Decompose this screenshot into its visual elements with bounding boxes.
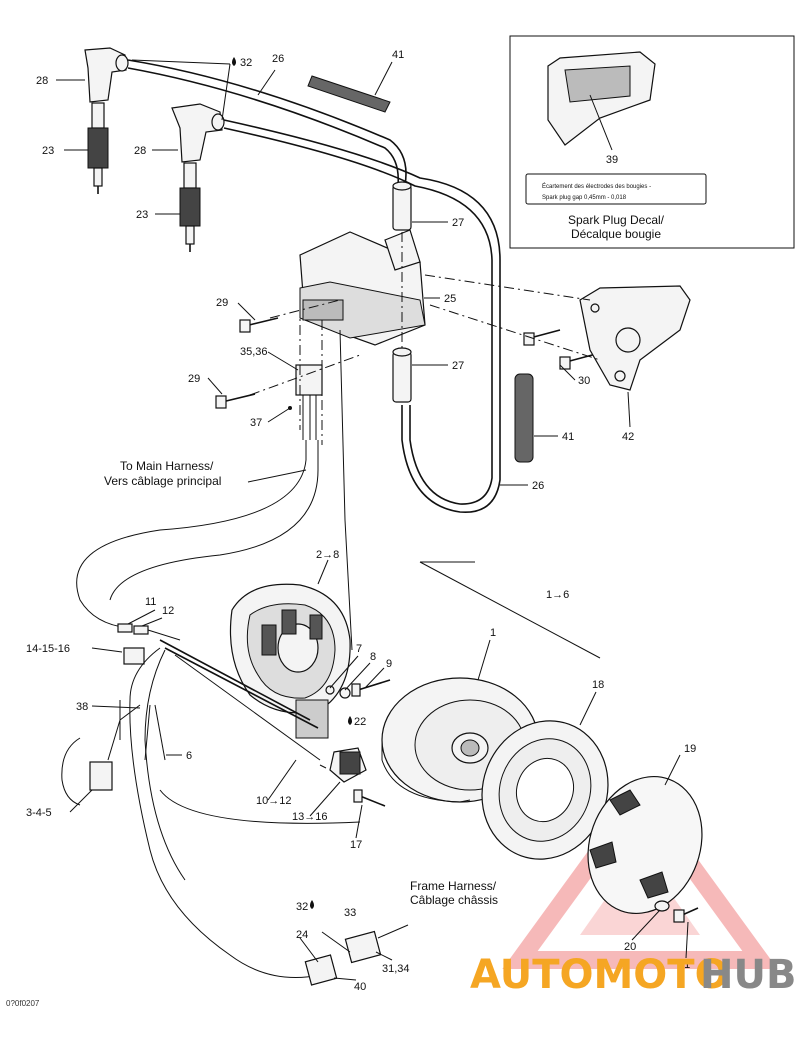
callout-1-6: 1→6	[546, 589, 569, 601]
callout-28-upper: 28	[36, 75, 48, 87]
decal-label	[525, 173, 707, 205]
main-harness-wiring	[76, 329, 353, 651]
spark-plug-decal-inset: Écartement des électrodes des bougies - …	[509, 35, 795, 249]
spark-plug-lower	[179, 162, 201, 252]
callout-26-upper: 26	[272, 53, 284, 65]
callout-18: 18	[592, 679, 604, 691]
stator-bolt-set	[325, 679, 391, 699]
protective-sleeve-upper	[307, 75, 391, 113]
callout-26-lower: 26	[532, 480, 544, 492]
wire-connectors-11-16	[117, 623, 181, 665]
callout-31-34: 31,34	[382, 963, 410, 975]
callout-20: 20	[624, 941, 636, 953]
callout-9: 9	[386, 658, 392, 670]
callout-38: 38	[76, 701, 88, 713]
leader-lines	[56, 59, 689, 981]
callout-32-upper: 32	[240, 57, 252, 69]
bolt-30-lower	[559, 353, 597, 370]
callout-42: 42	[622, 431, 634, 443]
callout-13-16: 13→16	[292, 811, 327, 823]
callout-21: 21	[678, 959, 690, 971]
callout-27-upper: 27	[452, 217, 464, 229]
pulley-bolt	[673, 907, 699, 923]
callouts: 28 23 32 26 41 28 23 27 25 29 35,36 29 3…	[26, 49, 696, 993]
callout-41-lower: 41	[562, 431, 574, 443]
spark-plug-cap-upper	[84, 47, 129, 103]
decal-title-en: Spark Plug Decal/	[568, 213, 665, 227]
loctite-drop-icons	[232, 57, 352, 909]
callout-10-12: 10→12	[256, 795, 291, 807]
captions: To Main Harness/ Vers câblage principal …	[6, 459, 498, 1008]
callout-19: 19	[684, 743, 696, 755]
decal-title-fr: Décalque bougie	[571, 227, 661, 241]
trigger-bolt	[353, 789, 386, 807]
callout-41-upper: 41	[392, 49, 404, 61]
bolt-29-upper	[239, 317, 279, 333]
callout-24: 24	[296, 929, 308, 941]
figure-code: 0?0f0207	[6, 999, 40, 1008]
drop-icon	[232, 57, 236, 66]
ht-cable-lower	[223, 119, 501, 513]
callout-14-16: 14-15-16	[26, 643, 70, 655]
callout-23-upper: 23	[42, 145, 54, 157]
callout-17: 17	[350, 839, 362, 851]
coil-boot-lower	[392, 347, 412, 403]
decal-line-2: Spark plug gap 0,45mm - 0,018	[542, 195, 627, 201]
stator-harness	[61, 647, 361, 978]
coil-boot-upper	[392, 181, 412, 231]
callout-6: 6	[186, 750, 192, 762]
stator-wiring-sleeve	[159, 639, 321, 761]
watermark-part-1: AUTOMOTO	[470, 952, 729, 998]
main-harness-caption-fr: Vers câblage principal	[104, 474, 221, 488]
callout-30: 30	[578, 375, 590, 387]
decal-frame	[509, 35, 795, 249]
watermark-part-2: HUB	[700, 952, 796, 998]
trigger-coil	[319, 747, 367, 783]
callout-7: 7	[356, 643, 362, 655]
callout-28-lower: 28	[134, 145, 146, 157]
frame-connectors	[304, 924, 409, 986]
callout-2-8: 2→8	[316, 549, 339, 561]
coil-bracket	[579, 285, 691, 391]
decal-line-1: Écartement des électrodes des bougies -	[542, 183, 651, 190]
callout-3-5: 3-4-5	[26, 807, 52, 819]
ring-gear	[481, 720, 609, 860]
callout-29-lower: 29	[188, 373, 200, 385]
callout-23-lower: 23	[136, 209, 148, 221]
spark-plug-upper	[87, 102, 109, 194]
callout-8: 8	[370, 651, 376, 663]
callout-29-upper: 29	[216, 297, 228, 309]
callout-32-lower: 32	[296, 901, 308, 913]
main-harness-caption-en: To Main Harness/	[120, 459, 214, 473]
callout-33: 33	[344, 907, 356, 919]
callout-40: 40	[354, 981, 366, 993]
bolt-29-lower	[215, 393, 256, 409]
callout-1: 1	[490, 627, 496, 639]
callout-22: 22	[354, 716, 366, 728]
dot-icon	[288, 406, 292, 410]
watermark-text: AUTOMOTO HUB	[470, 952, 796, 998]
callout-35-36: 35,36	[240, 346, 268, 358]
spark-plug-cap-lower	[171, 103, 225, 163]
watermark-triangle-outer	[502, 779, 778, 969]
ignition-coil	[299, 229, 426, 346]
drop-icon	[348, 716, 352, 725]
ht-cable-upper	[127, 59, 407, 186]
frame-harness-caption-en: Frame Harness/	[410, 879, 497, 893]
decal-patch	[564, 65, 631, 103]
callout-39: 39	[606, 154, 618, 166]
callout-37: 37	[250, 417, 262, 429]
starter-pulley	[587, 775, 703, 915]
guide-lines	[249, 232, 601, 445]
callout-12: 12	[162, 605, 174, 617]
pulley-washer	[654, 900, 670, 912]
callout-27-lower: 27	[452, 360, 464, 372]
frame-harness-caption-fr: Câblage châssis	[410, 893, 498, 907]
protective-sleeve-lower	[514, 373, 534, 463]
stator-assembly	[229, 583, 351, 739]
callout-25: 25	[444, 293, 456, 305]
callout-11: 11	[145, 596, 156, 608]
drop-icon	[310, 900, 314, 909]
